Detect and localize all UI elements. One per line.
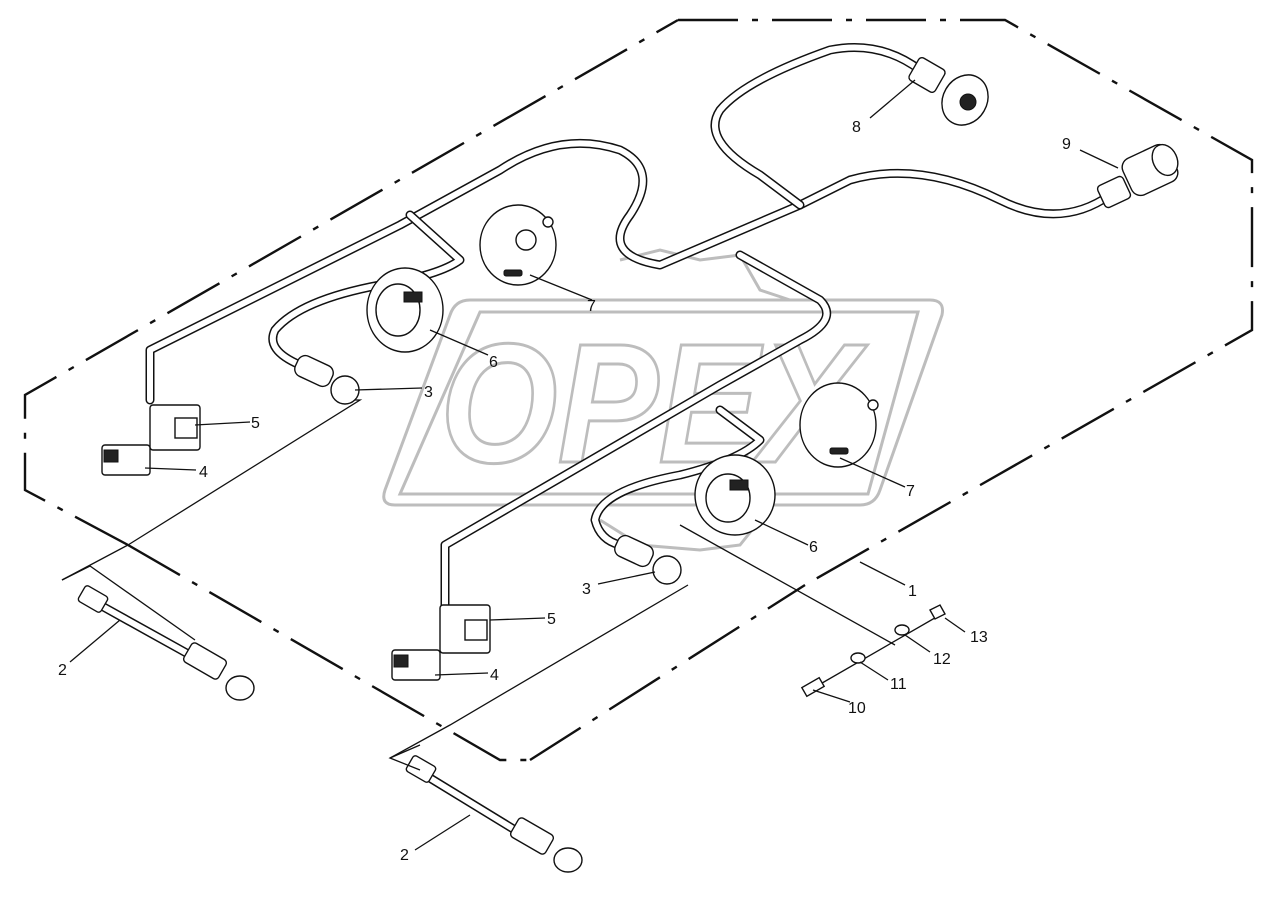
callout-4-upper: 4	[199, 464, 208, 481]
assembly-boundary	[23, 18, 1254, 762]
callout-1: 1	[908, 583, 917, 600]
callout-3-lower: 3	[582, 581, 591, 598]
callout-6-lower: 6	[809, 539, 818, 556]
callout-7-upper: 7	[587, 298, 596, 315]
cable-assembly-upper	[61, 565, 421, 759]
callout-5-upper: 5	[251, 415, 260, 432]
inline-connector-lower	[614, 534, 682, 585]
callout-6-upper: 6	[489, 354, 498, 371]
callout-2-lower: 2	[400, 847, 409, 864]
leader-lines	[61, 79, 1119, 851]
cable-assembly-lower	[405, 755, 583, 873]
callout-9: 9	[1062, 136, 1071, 153]
callout-8: 8	[852, 119, 861, 136]
callout-13: 13	[970, 629, 988, 646]
assembly-boundary-lower	[529, 583, 806, 762]
lamp-upper	[366, 267, 444, 353]
connector-block-upper	[101, 404, 201, 476]
callout-4-lower: 4	[490, 667, 499, 684]
lamp-housing-lower	[799, 382, 879, 468]
trailer-plug-connector	[1096, 143, 1179, 209]
callout-12: 12	[933, 651, 951, 668]
round-plug-connector	[908, 57, 989, 126]
lamp-lower	[694, 454, 776, 536]
connector-block-lower	[391, 604, 491, 681]
callout-3-upper: 3	[424, 384, 433, 401]
callout-5-lower: 5	[547, 611, 556, 628]
inline-connector-upper	[294, 354, 360, 405]
callout-labels: 1 2 2 3 3 4 4 5 5 6 6 7 7 8 9 10 11 12 1…	[58, 119, 1071, 864]
lamp-housing-upper	[479, 204, 557, 286]
callout-11: 11	[890, 676, 907, 693]
fastener-hardware	[679, 524, 946, 698]
callout-10: 10	[848, 700, 866, 717]
callout-2-upper: 2	[58, 662, 67, 679]
callout-7-lower: 7	[906, 483, 915, 500]
